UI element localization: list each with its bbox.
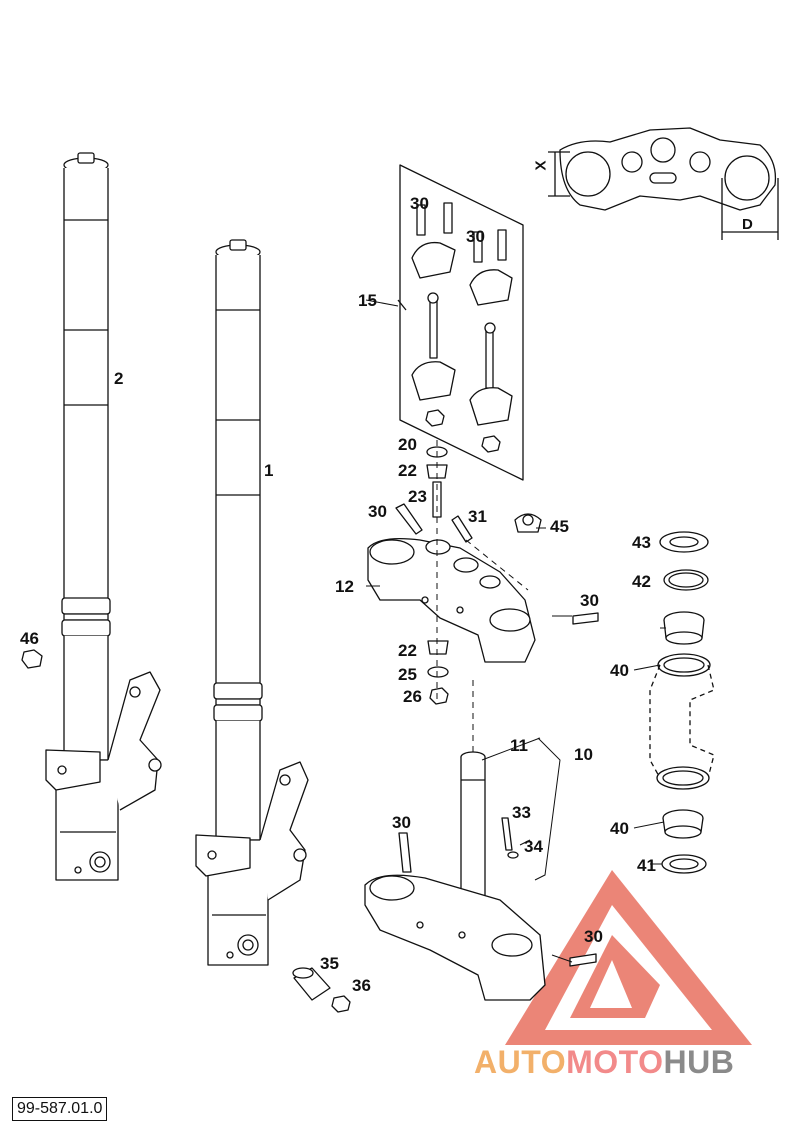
callout-22-b: 22 [398, 641, 417, 660]
callout-26: 26 [403, 687, 422, 706]
part-11-steering-stem [460, 751, 486, 906]
part-40-bearing-lower [656, 766, 710, 839]
callout-11: 11 [510, 736, 528, 755]
kit-15-handlebar-clamps [397, 164, 524, 481]
part-30-screw-lower-left [398, 832, 412, 873]
part-12-upper-triple-clamp [367, 537, 536, 663]
watermark-text: AUTOMOTOHUB [474, 1046, 734, 1078]
leader-lines [365, 299, 666, 963]
headstock-outline [649, 664, 715, 779]
part-40-bearing-upper [657, 611, 711, 677]
callout-41: 41 [637, 856, 656, 875]
watermark-text-moto: MOTO [566, 1044, 664, 1080]
callout-35: 35 [320, 954, 339, 973]
callout-45: 45 [550, 517, 569, 536]
part-22-nut-lower [427, 640, 449, 655]
callout-42: 42 [632, 572, 651, 591]
assembly-center-lines [436, 440, 529, 755]
part-10-lower-triple-clamp [364, 874, 546, 1001]
callout-40-a: 40 [610, 661, 629, 680]
callout-15: 15 [358, 291, 377, 310]
inset-top-clamp-dimensions [548, 127, 779, 240]
callout-36: 36 [352, 976, 371, 995]
part-45-cap-nut [514, 513, 542, 533]
part-31-screw [451, 515, 473, 543]
part-30-screw-lower-clamp [569, 953, 597, 967]
part-33-screw [501, 817, 513, 851]
callout-20: 20 [398, 435, 417, 454]
callout-40-b: 40 [610, 819, 629, 838]
watermark-logo [505, 870, 752, 1045]
callout-30-e: 30 [392, 813, 411, 832]
part-26-nut [429, 687, 449, 705]
callout-30-a: 30 [410, 194, 429, 213]
callout-1: 1 [264, 461, 274, 480]
part-22-nut-upper [426, 464, 448, 479]
watermark-text-auto: AUTO [474, 1044, 567, 1080]
part-46-nut [21, 649, 43, 669]
fork-leg-1 [195, 239, 309, 966]
callout-30-c: 30 [368, 502, 387, 521]
document-number: 99-587.01.0 [12, 1097, 108, 1121]
callout-34: 34 [524, 837, 543, 856]
part-41-seal [661, 854, 707, 874]
fork-leg-2 [45, 152, 162, 881]
callout-25: 25 [398, 665, 417, 684]
part-43-seal [659, 531, 709, 553]
callout-31: 31 [468, 507, 487, 526]
part-30-screw-upper [395, 503, 423, 535]
part-25-washer [427, 666, 449, 678]
callout-46: 46 [20, 629, 39, 648]
callout-30-d: 30 [580, 591, 599, 610]
callout-12: 12 [335, 577, 354, 596]
callout-10: 10 [574, 745, 593, 764]
callout-30-b: 30 [466, 227, 485, 246]
callout-43: 43 [632, 533, 651, 552]
callout-33: 33 [512, 803, 531, 822]
part-42-ring [663, 569, 709, 591]
part-34-washer [507, 851, 519, 859]
dimension-label-d: D [742, 216, 753, 233]
part-35-spacer [292, 967, 331, 1001]
callout-22-a: 22 [398, 461, 417, 480]
callout-30-f: 30 [584, 927, 603, 946]
part-36-nut [331, 995, 351, 1013]
part-30-screw-top-clamp [572, 612, 599, 625]
callout-2: 2 [114, 369, 124, 388]
watermark-text-hub: HUB [663, 1044, 735, 1080]
dimension-label-x: X [532, 160, 550, 171]
callout-23: 23 [408, 487, 427, 506]
